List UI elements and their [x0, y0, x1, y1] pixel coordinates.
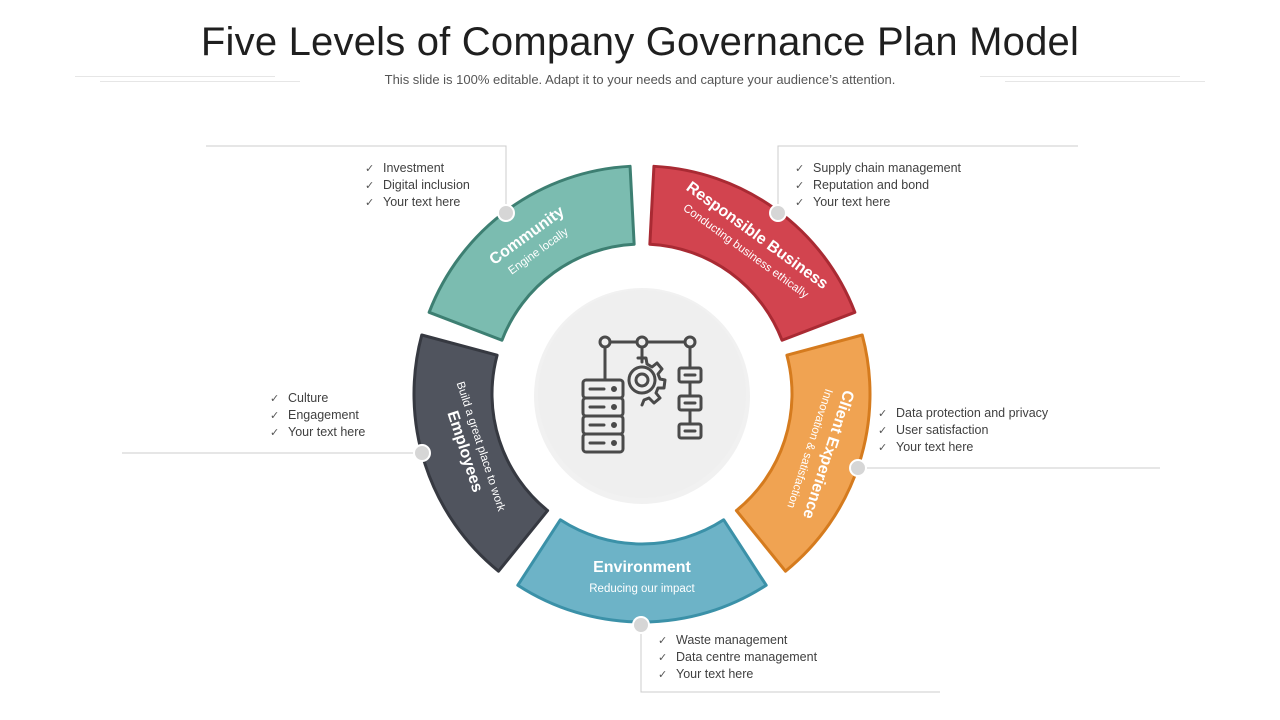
checkmark-icon: ✓ [878, 408, 888, 420]
checkmark-icon: ✓ [658, 635, 668, 647]
checkmark-icon: ✓ [658, 669, 668, 681]
bullet-text: Culture [288, 391, 329, 405]
checkmark-icon: ✓ [270, 393, 280, 405]
client-connector-dot [849, 459, 867, 477]
bullet-text: Data centre management [676, 650, 818, 664]
environment-connector-dot [632, 616, 650, 634]
connector-dots [413, 204, 867, 634]
bullet-item: ✓ User satisfaction [878, 422, 1048, 439]
checkmark-icon: ✓ [795, 197, 805, 209]
client-experience-bullet-list: ✓ Data protection and privacy ✓ User satisf… [878, 405, 1048, 456]
page-title: Five Levels of Company Governance Plan M… [200, 20, 1080, 64]
bullet-text: Digital inclusion [383, 178, 470, 192]
environment-subtitle: Reducing our impact [589, 583, 695, 595]
bullet-text: Your text here [383, 195, 461, 209]
checkmark-icon: ✓ [270, 410, 280, 422]
connector-lines [122, 145, 1160, 693]
environment-title: Environment [593, 559, 691, 576]
checkmark-icon: ✓ [878, 425, 888, 437]
bullet-text: Your text here [676, 667, 754, 681]
bullet-item: ✓ Reputation and bond [795, 177, 961, 194]
bullet-item: ✓ Waste management [658, 632, 817, 649]
responsible-segment-shape [648, 164, 857, 342]
bullet-text: Your text here [896, 440, 974, 454]
title-underline-right-2 [1005, 81, 1205, 82]
title-underline-right [980, 76, 1180, 77]
community-bullet-list: ✓ Investment ✓ Digital inclusion ✓ Your text … [365, 160, 470, 211]
checkmark-icon: ✓ [365, 197, 375, 209]
bullet-item: ✓ Your text here [365, 194, 470, 211]
community-segment-shape [427, 164, 636, 342]
server-gear-network-icon [581, 335, 703, 454]
checkmark-icon: ✓ [365, 180, 375, 192]
bullet-text: Your text here [813, 195, 891, 209]
bullet-text: Engagement [288, 408, 359, 422]
environment-bullet-list: ✓ Waste management ✓ Data centre management… [658, 632, 817, 683]
employees-segment-shape [412, 333, 550, 573]
bullet-text: Supply chain management [813, 161, 962, 175]
community-connector-dot [497, 204, 515, 222]
bullet-item: ✓ Data centre management [658, 649, 817, 666]
employees-connector-dot [413, 444, 431, 462]
employees-bullet-list: ✓ Culture ✓ Engagement ✓ Your text here [270, 390, 365, 441]
bullet-item: ✓ Your text here [878, 439, 1048, 456]
bullet-text: Investment [383, 161, 445, 175]
bullet-text: Waste management [676, 633, 788, 647]
checkmark-icon: ✓ [795, 180, 805, 192]
checkmark-icon: ✓ [658, 652, 668, 664]
bullet-item: ✓ Your text here [270, 424, 365, 441]
client-segment-shape [734, 333, 872, 573]
checkmark-icon: ✓ [365, 163, 375, 175]
bullet-item: ✓ Digital inclusion [365, 177, 470, 194]
bullet-item: ✓ Data protection and privacy [878, 405, 1048, 422]
title-underline-left [75, 76, 275, 77]
bullet-text: Reputation and bond [813, 178, 930, 192]
bullet-item: ✓ Your text here [658, 666, 817, 683]
responsible-connector-dot [769, 204, 787, 222]
bullet-item: ✓ Engagement [270, 407, 365, 424]
environment-connector-line [640, 625, 940, 693]
bullet-text: Your text here [288, 425, 366, 439]
responsible-business-bullet-list: ✓ Supply chain management ✓ Reputation and … [795, 160, 961, 211]
checkmark-icon: ✓ [795, 163, 805, 175]
checkmark-icon: ✓ [270, 427, 280, 439]
bullet-item: ✓ Supply chain management [795, 160, 961, 177]
responsible-connector-line [777, 145, 1078, 213]
title-underline-left-2 [100, 81, 300, 82]
bullet-text: User satisfaction [896, 423, 989, 437]
community-connector-line [206, 145, 507, 213]
bullet-item: ✓ Culture [270, 390, 365, 407]
environment-segment-shape [516, 518, 768, 624]
bullet-text: Data protection and privacy [896, 406, 1049, 420]
bullet-item: ✓ Your text here [795, 194, 961, 211]
bullet-item: ✓ Investment [365, 160, 470, 177]
checkmark-icon: ✓ [878, 442, 888, 454]
page-subtitle: This slide is 100% editable. Adapt it to… [384, 72, 896, 87]
